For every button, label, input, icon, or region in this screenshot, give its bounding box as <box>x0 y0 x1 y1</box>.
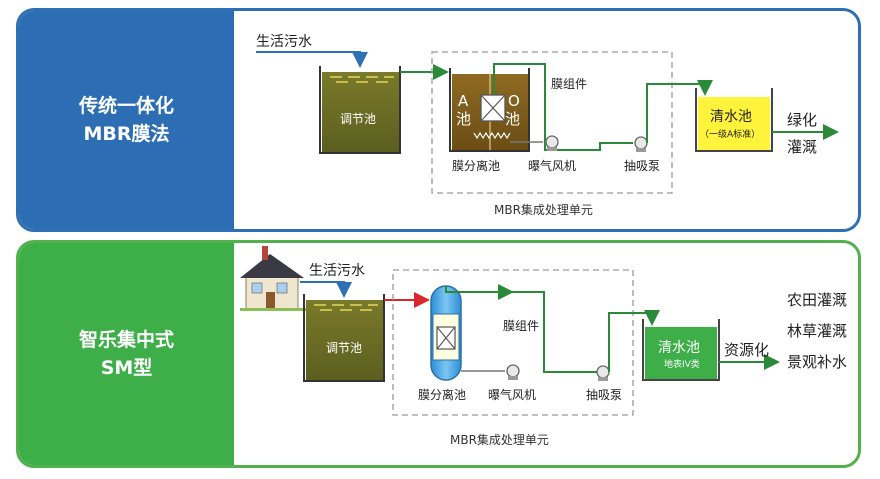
traditional-clear-water-tank: 清水池 （一级A标准） <box>695 88 773 152</box>
traditional-regulating-tank: 调节池 <box>319 66 401 154</box>
sm-clear-standard-label: 地表IV类 <box>664 358 700 370</box>
sm-blower-icon <box>461 364 520 380</box>
traditional-clear-standard-label: （一级A标准） <box>700 128 760 140</box>
traditional-mbr-title: 传统一体化 MBR膜法 <box>79 92 174 148</box>
sm-title-line2: SM型 <box>100 357 153 379</box>
sm-blower-label: 曝气风机 <box>488 387 536 402</box>
traditional-outlet-greening: 绿化 <box>787 111 817 129</box>
traditional-flow: 生活污水 调节池 MBR集成处理单元 A 池 O 池 <box>256 34 839 217</box>
sm-regulating-tank: 调节池 <box>303 294 385 382</box>
sm-inlet-label: 生活污水 <box>309 263 365 279</box>
traditional-blower-label: 曝气风机 <box>528 158 576 173</box>
traditional-effluent-pipe <box>599 84 705 146</box>
sm-regulating-label: 调节池 <box>326 341 362 355</box>
sm-outlet-farmland: 农田灌溉 <box>787 291 847 309</box>
a-zone-label: A <box>458 92 469 110</box>
o-zone-pool-label: 池 <box>505 110 520 128</box>
traditional-pump-label: 抽吸泵 <box>624 159 660 173</box>
traditional-unit-label: MBR集成处理单元 <box>494 202 593 217</box>
sm-unit-label: MBR集成处理单元 <box>450 432 549 447</box>
sm-clear-tank-label: 清水池 <box>658 340 700 356</box>
traditional-membrane-tank-label: 膜分离池 <box>452 158 500 173</box>
o-zone-label: O <box>508 92 520 110</box>
traditional-pump-icon <box>634 136 648 152</box>
traditional-membrane-module-icon <box>480 94 506 122</box>
sm-inlet-arrow <box>300 281 352 298</box>
traditional-outlet-irrigation: 灌溉 <box>787 138 817 156</box>
sm-membrane-module-icon <box>436 326 456 350</box>
traditional-mbr-title-block: 传统一体化 MBR膜法 <box>19 11 234 229</box>
traditional-title-line2: MBR膜法 <box>83 123 170 145</box>
traditional-regulating-label: 调节池 <box>340 112 376 126</box>
sm-reuse-label: 资源化 <box>724 341 769 359</box>
a-zone-pool-label: 池 <box>456 110 471 128</box>
sm-mbr-unit-box <box>392 269 634 416</box>
sm-module-label: 膜组件 <box>503 319 539 333</box>
sm-panel: 智乐集中式 SM型 <box>16 240 861 468</box>
traditional-module-pipe <box>493 63 601 151</box>
house-icon <box>240 246 306 311</box>
traditional-membrane-tank: A 池 O 池 膜分离池 <box>449 68 530 173</box>
traditional-mbr-unit-box <box>431 51 673 194</box>
sm-title-line1: 智乐集中式 <box>78 329 174 351</box>
traditional-inlet-arrow <box>256 51 368 68</box>
traditional-clear-tank-label: 清水池 <box>710 109 752 125</box>
sm-effluent-pipe <box>608 310 660 372</box>
sm-outlet-forest: 林草灌溉 <box>787 322 847 340</box>
sm-flow: 生活污水 调节池 MBR集成处理单元 膜分离池 <box>240 246 847 447</box>
sm-title: 智乐集中式 SM型 <box>79 326 174 382</box>
traditional-inlet-label: 生活污水 <box>256 34 312 50</box>
sm-pump-label: 抽吸泵 <box>586 388 622 402</box>
sm-membrane-tank-label: 膜分离池 <box>418 387 466 402</box>
sm-clear-water-tank: 清水池 地表IV类 <box>642 319 720 381</box>
sm-membrane-column: 膜分离池 <box>418 285 466 402</box>
sm-outlet-landscape: 景观补水 <box>787 353 847 371</box>
sm-title-block: 智乐集中式 SM型 <box>19 243 234 465</box>
traditional-title-line1: 传统一体化 <box>78 95 174 117</box>
traditional-module-label: 膜组件 <box>551 77 587 91</box>
traditional-blower-icon <box>510 135 559 151</box>
sm-module-return-pipe <box>512 291 601 373</box>
sm-pump-icon <box>596 365 610 381</box>
sm-module-pipe <box>445 284 514 300</box>
